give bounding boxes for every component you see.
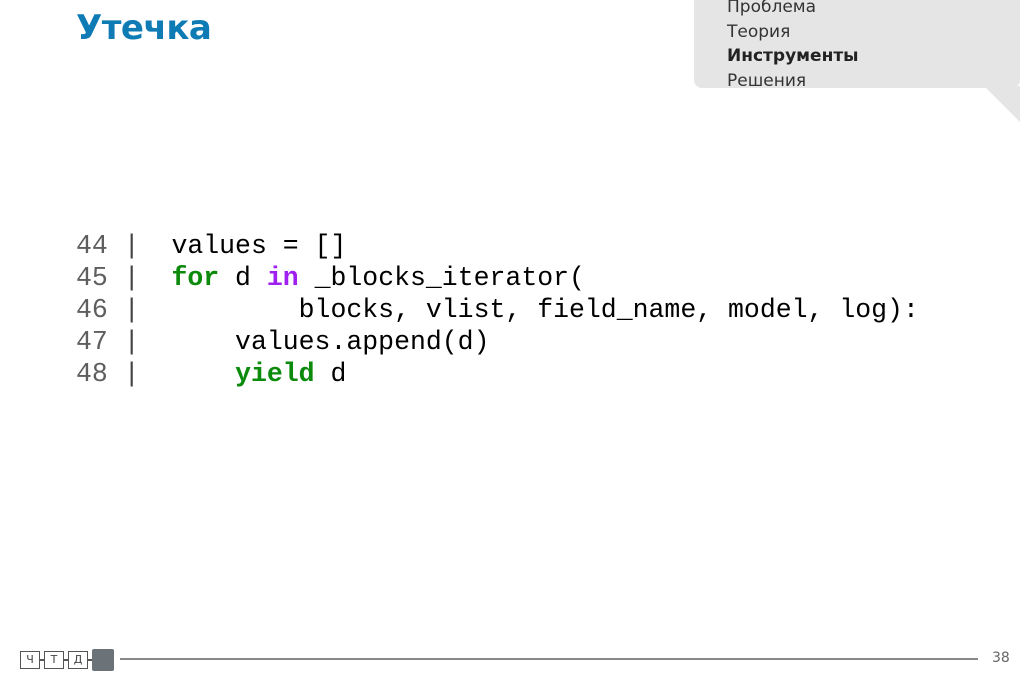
line-number: 45 bbox=[76, 263, 108, 293]
page-number: 38 bbox=[992, 650, 1010, 666]
nav-item-solutions[interactable]: Решения bbox=[727, 70, 807, 91]
logo-letter: Д bbox=[68, 651, 88, 669]
line-number: 48 bbox=[76, 359, 108, 389]
logo-connector bbox=[40, 659, 44, 661]
nav-item-problem[interactable]: Проблема bbox=[727, 0, 817, 17]
code-line: 48 | yield d bbox=[76, 358, 919, 390]
logo-connector bbox=[64, 659, 68, 661]
logo: Ч Т Д bbox=[20, 649, 114, 671]
logo-square-icon bbox=[92, 649, 114, 671]
code-line: 47 | values.append(d) bbox=[76, 326, 919, 358]
section-nav-list: Проблема Теория Инструменты Решения bbox=[727, 0, 859, 93]
nav-item-tools[interactable]: Инструменты bbox=[727, 46, 859, 66]
code-keyword: for bbox=[171, 263, 220, 293]
line-number: 44 bbox=[76, 231, 108, 261]
section-nav-pointer bbox=[984, 86, 1020, 122]
code-line: 45 | for d in _blocks_iterator( bbox=[76, 262, 919, 294]
line-separator: | bbox=[107, 327, 172, 357]
code-keyword: yield bbox=[235, 359, 315, 389]
slide-title: Утечка bbox=[76, 8, 212, 48]
footer-divider bbox=[120, 658, 978, 660]
line-separator: | bbox=[107, 359, 172, 389]
line-number: 47 bbox=[76, 327, 108, 357]
code-text: blocks, vlist, field_name, model, log): bbox=[171, 295, 919, 325]
code-line: 46 | blocks, vlist, field_name, model, l… bbox=[76, 294, 919, 326]
logo-letter: Ч bbox=[20, 651, 40, 669]
logo-letter: Т bbox=[44, 651, 64, 669]
line-separator: | bbox=[107, 231, 172, 261]
nav-item-theory[interactable]: Теория bbox=[727, 21, 791, 42]
code-text: d bbox=[219, 263, 267, 293]
line-number: 46 bbox=[76, 295, 108, 325]
code-text: values = [] bbox=[171, 231, 347, 261]
logo-connector bbox=[88, 659, 92, 661]
code-line: 44 | values = [] bbox=[76, 230, 919, 262]
code-text: _blocks_iterator( bbox=[298, 263, 585, 293]
code-keyword: in bbox=[266, 263, 299, 293]
code-text bbox=[171, 358, 235, 390]
code-text: values.append(d) bbox=[171, 327, 490, 357]
line-separator: | bbox=[107, 263, 172, 293]
code-listing: 44 | values = []45 | for d in _blocks_it… bbox=[76, 230, 919, 390]
code-text: d bbox=[314, 359, 347, 389]
section-nav-panel bbox=[694, 0, 1020, 88]
line-separator: | bbox=[107, 295, 172, 325]
